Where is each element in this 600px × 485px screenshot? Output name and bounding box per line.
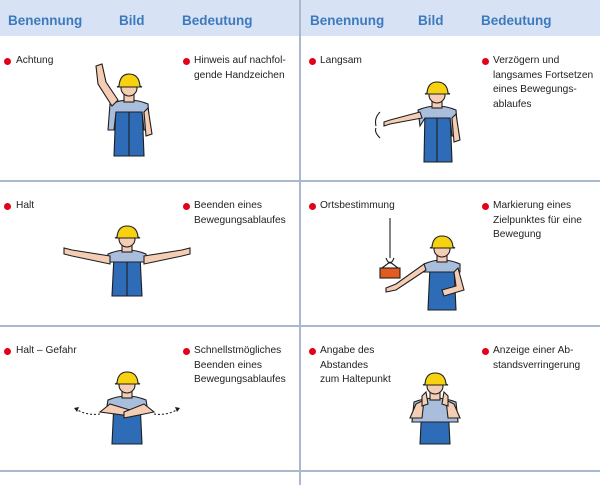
bullet-icon bbox=[309, 203, 316, 210]
signal-meaning-halt: Beenden eines Bewegungsablaufes bbox=[194, 200, 286, 226]
header-bild-left: Bild bbox=[119, 13, 145, 28]
bullet-icon bbox=[309, 58, 316, 65]
bullet-icon bbox=[183, 348, 190, 355]
column-divider bbox=[299, 0, 301, 485]
worker-hands-distance-icon bbox=[409, 372, 461, 445]
header-benennung-left: Benennung bbox=[8, 13, 83, 28]
worker-pointing-crane-load-icon bbox=[379, 218, 465, 311]
bullet-icon bbox=[482, 203, 489, 210]
signal-name-halt: Halt bbox=[16, 200, 35, 211]
bullet-icon bbox=[482, 58, 489, 65]
row-divider-1 bbox=[0, 180, 600, 182]
signal-meaning-halt-gefahr: Schnellstmögliches Beenden eines Bewegun… bbox=[194, 345, 286, 385]
signal-name-achtung: Achtung bbox=[16, 55, 54, 66]
bullet-icon bbox=[482, 348, 489, 355]
row-divider-3 bbox=[0, 470, 600, 472]
signal-meaning-ortsbestimmung: Markierung eines Zielpunktes für eine Be… bbox=[493, 200, 582, 240]
signal-meaning-langsam: Verzögern und langsames Fortsetzen eines… bbox=[493, 55, 594, 110]
header-bild-right: Bild bbox=[418, 13, 444, 28]
bullet-icon bbox=[183, 203, 190, 210]
signal-name-halt-gefahr: Halt – Gefahr bbox=[16, 345, 77, 356]
worker-arms-swinging-icon bbox=[73, 371, 181, 445]
signal-meaning-abstand: Anzeige einer Ab- standsverringerung bbox=[493, 345, 581, 371]
bullet-icon bbox=[4, 203, 11, 210]
signal-name-langsam: Langsam bbox=[320, 55, 362, 66]
bullet-icon bbox=[183, 58, 190, 65]
signal-name-ortsbestimmung: Ortsbestimmung bbox=[320, 200, 395, 211]
bullet-icon bbox=[4, 58, 11, 65]
signal-name-abstand: Angabe des Abstandes zum Haltepunkt bbox=[320, 345, 391, 385]
worker-arms-spread-icon bbox=[63, 225, 191, 297]
header-bedeutung-right: Bedeutung bbox=[481, 13, 552, 28]
worker-arm-waving-slow-icon bbox=[374, 81, 461, 163]
signal-meaning-achtung: Hinweis auf nachfol- gende Handzeichen bbox=[194, 55, 286, 81]
bullet-icon bbox=[4, 348, 11, 355]
bullet-icon bbox=[309, 348, 316, 355]
header-bedeutung-left: Bedeutung bbox=[182, 13, 253, 28]
row-divider-2 bbox=[0, 325, 600, 327]
worker-arm-raised-icon bbox=[95, 63, 153, 157]
header-benennung-right: Benennung bbox=[310, 13, 385, 28]
